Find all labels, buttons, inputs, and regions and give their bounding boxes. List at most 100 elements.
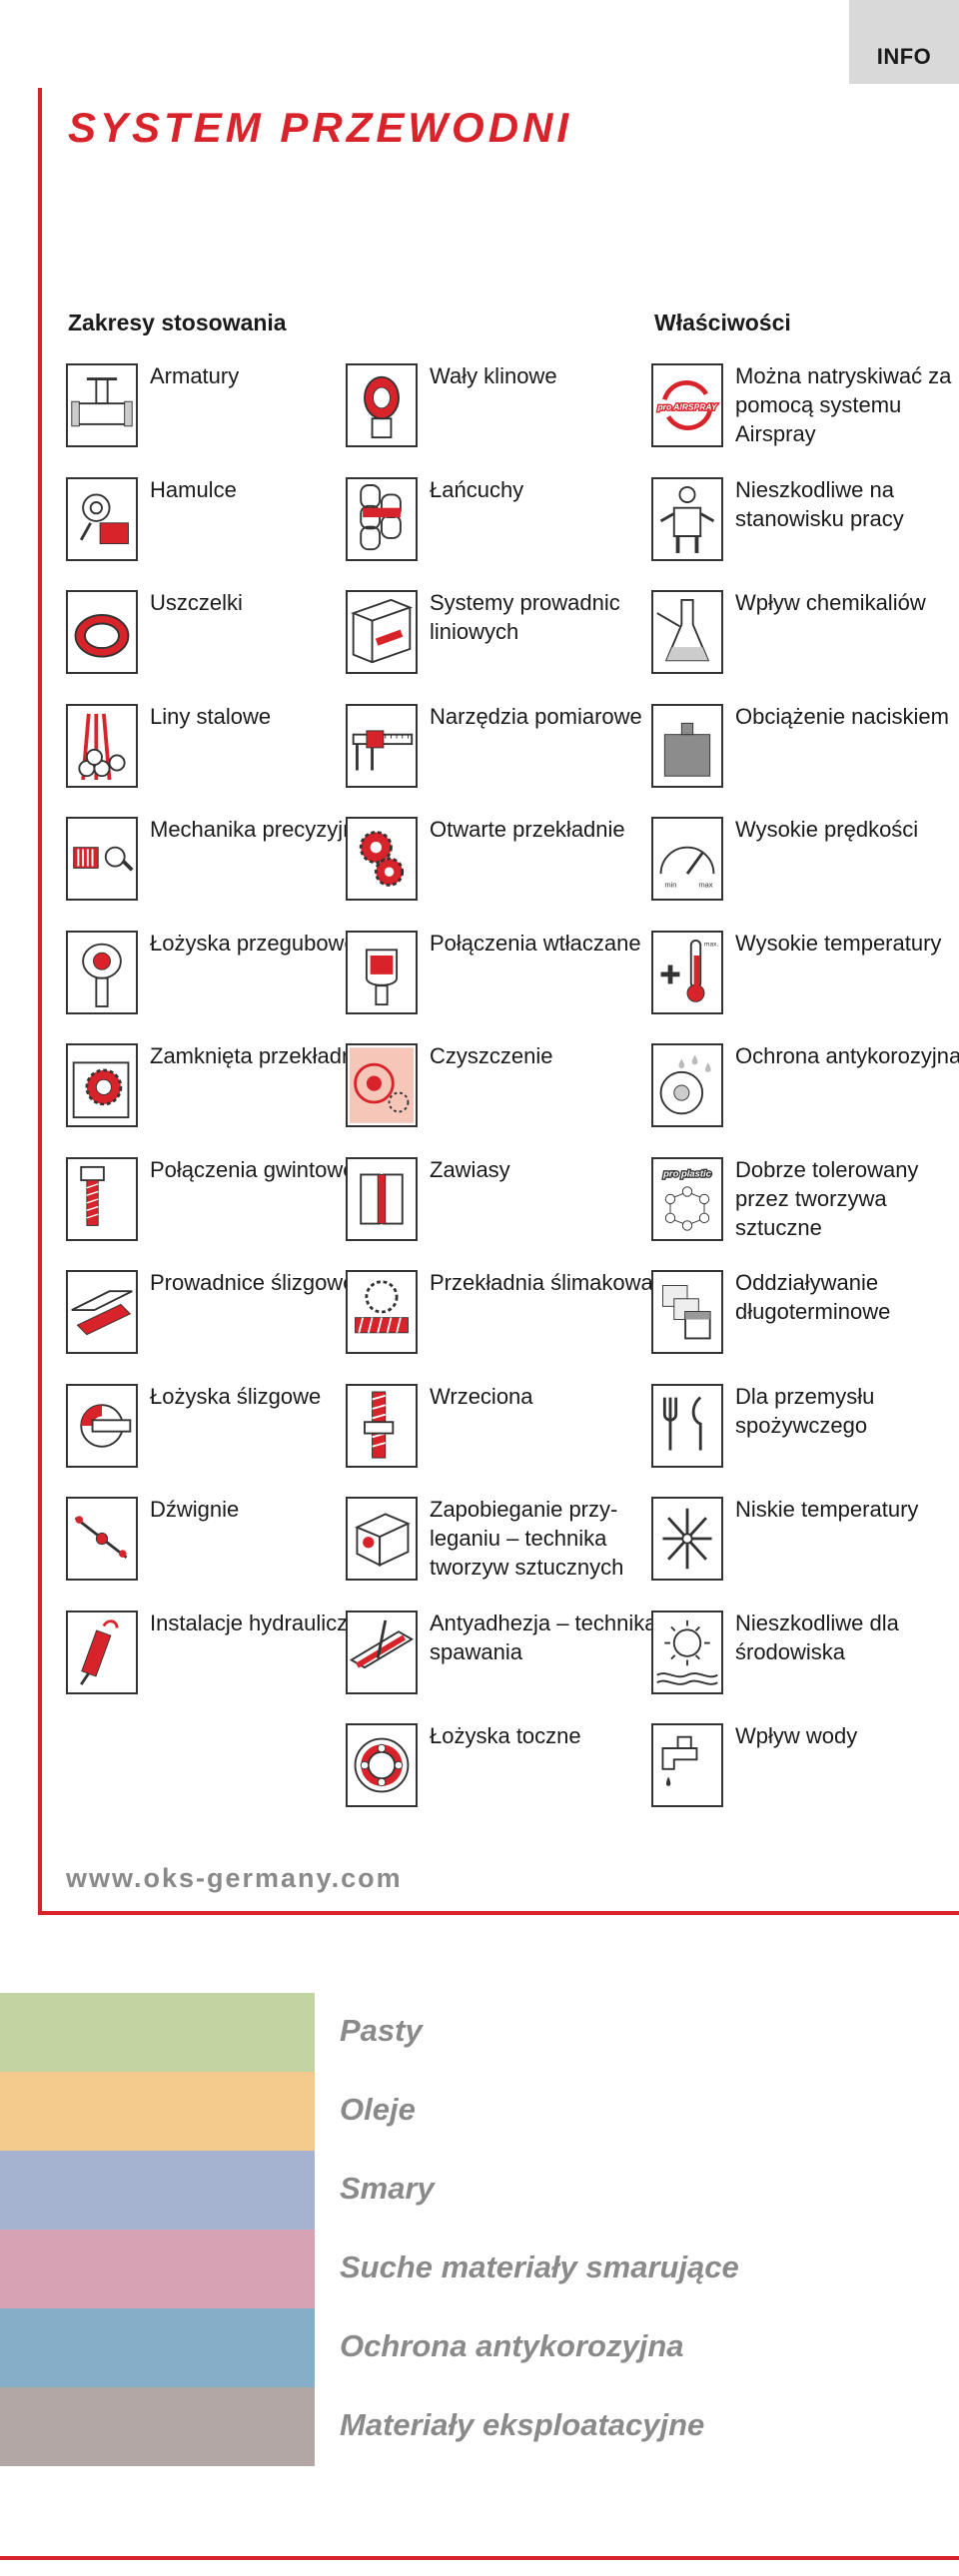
symbol-entry: pro plastic Dobrze tolerowa­ny przez twor…	[651, 1156, 959, 1257]
symbol-label: Nieszkodliwe dla środowiska	[735, 1610, 899, 1664]
symbol-entry: Mechanika precyzyjna	[66, 817, 376, 917]
legend-swatch	[0, 2230, 315, 2308]
symbol-label: Czyszczenie	[430, 1043, 553, 1068]
info-tab: INFO	[849, 0, 959, 84]
seal-ring-icon	[66, 590, 138, 674]
symbol-label: Wrzeciona	[430, 1383, 533, 1409]
spindle-icon	[346, 1383, 418, 1468]
lever-icon	[66, 1497, 138, 1581]
thermometer-icon: max.	[651, 930, 723, 1014]
symbol-entry: Łożyska przegubowe	[66, 930, 376, 1030]
legend-label: Suche materiały smarujące	[340, 2250, 739, 2284]
svg-text:pro AIRSPRAY: pro AIRSPRAY	[656, 402, 717, 412]
open-gear-icon	[346, 817, 418, 901]
symbol-label: Prowadnice ślizgowe	[150, 1270, 356, 1295]
symbol-label: Instalacje hydrauliczne	[150, 1610, 373, 1635]
symbol-label: Wysokie prędkości	[735, 817, 919, 842]
symbol-entry: Połączenia wtłaczane	[346, 930, 655, 1030]
symbol-label: Zapobieganie przy­leganiu – technika two…	[430, 1497, 624, 1580]
symbol-entry: Wrzeciona	[346, 1383, 655, 1484]
symbol-label: Zamknięta przekładnia	[150, 1043, 372, 1068]
symbol-entry: Zapobieganie przy­leganiu – technika two…	[346, 1497, 655, 1597]
calendar-icon	[651, 1270, 723, 1354]
symbol-label: Oddziaływanie długoterminowe	[735, 1270, 891, 1324]
svg-text:min: min	[664, 880, 676, 889]
symbol-entry: max.Wysokie temperatury	[651, 930, 959, 1030]
airspray-icon: pro AIRSPRAY	[651, 363, 723, 447]
symbol-entry: Zawiasy	[346, 1156, 655, 1257]
steel-rope-icon	[66, 703, 138, 788]
symbol-label: Obciążenie naciskiem	[735, 703, 949, 729]
website-url: www.oks-germany.com	[66, 1863, 403, 1893]
symbol-entry: Dla przemysłu spożywczego	[651, 1383, 959, 1484]
symbol-entry: Liny stalowe	[66, 703, 376, 804]
symbol-label: Przekładnia ślimakowa	[430, 1270, 653, 1295]
legend-label: Pasty	[340, 2013, 423, 2048]
symbol-entry: Otwarte przekładnie	[346, 817, 655, 917]
svg-text:pro plastic: pro plastic	[662, 1168, 711, 1179]
svg-text:max: max	[698, 880, 712, 889]
page-title: SYSTEM PRZEWODNI	[68, 104, 573, 151]
symbol-label: Wpływ wody	[735, 1723, 858, 1748]
weight-icon	[651, 703, 723, 788]
symbol-label: Armatury	[150, 363, 240, 388]
symbol-entry: Hamulce	[66, 476, 376, 577]
symbol-label: Dobrze tolerowa­ny przez tworzywa sztucz…	[735, 1156, 919, 1240]
symbol-label: Wały klinowe	[430, 363, 557, 388]
worm-gear-icon	[346, 1270, 418, 1354]
symbol-label: Łożyska ślizgowe	[150, 1383, 322, 1409]
linear-guide-icon	[346, 590, 418, 674]
symbol-entry: Nieszkodliwe dla środowiska	[651, 1610, 959, 1710]
food-icon	[651, 1383, 723, 1468]
joint-bearing-icon	[66, 930, 138, 1014]
symbol-entry: Połączenia gwintowe	[66, 1156, 376, 1257]
corrosion-icon	[651, 1043, 723, 1127]
legend-band: Suche materiały smarujące	[0, 2230, 959, 2308]
symbol-label: Łożyska przegubowe	[150, 930, 357, 956]
symbol-label: Narzędzia pomiarowe	[430, 703, 642, 729]
symbol-label: Mechanika precyzyjna	[150, 817, 368, 842]
rolling-bearing-icon	[346, 1723, 418, 1807]
symbol-label: Można natrys­kiwać za pomocą systemu Air…	[735, 363, 952, 446]
speedometer-icon: min max	[651, 817, 723, 901]
legend-label: Materiały eksploatacyjne	[340, 2407, 705, 2442]
caliper-icon	[346, 703, 418, 788]
enclosed-gear-icon	[66, 1043, 138, 1127]
flask-icon	[651, 590, 723, 674]
symbol-label: Dźwignie	[150, 1497, 240, 1522]
slide-guide-icon	[66, 1270, 138, 1354]
worker-icon	[651, 476, 723, 561]
symbol-entry: Wpływ wody	[651, 1723, 959, 1823]
symbol-label: Łańcuchy	[430, 476, 524, 502]
plastic-molecule-icon: pro plastic	[651, 1156, 723, 1241]
symbol-label: Nieszkodliwe na stanowisku pracy	[735, 476, 904, 531]
symbol-entry: Systemy prowadnic liniowych	[346, 590, 655, 690]
hydraulic-icon	[66, 1610, 138, 1694]
symbol-entry: pro AIRSPRAY Można natrys­kiwać za pomocą…	[651, 363, 959, 463]
symbol-label: Antyadhezja – technika spawania	[430, 1610, 657, 1664]
water-tap-icon	[651, 1723, 723, 1807]
symbol-label: Liny stalowe	[150, 703, 272, 729]
symbol-entry: Wpływ chemikaliów	[651, 590, 959, 690]
symbol-entry: Antyadhezja – technika spawania	[346, 1610, 657, 1710]
properties-heading: Właściwości	[654, 310, 791, 335]
spline-shaft-icon	[346, 363, 418, 447]
plain-bearing-icon	[66, 1383, 138, 1468]
symbol-label: Zawiasy	[430, 1156, 510, 1182]
legend-swatch	[0, 2387, 315, 2466]
symbol-entry: Prowadnice ślizgowe	[66, 1270, 376, 1370]
precision-mechanics-icon	[66, 817, 138, 901]
symbol-entry: Łańcuchy	[346, 476, 655, 577]
symbol-entry: Przekładnia ślimakowa	[346, 1270, 655, 1370]
legend-label: Oleje	[340, 2092, 416, 2127]
legend-band: Oleje	[0, 2072, 959, 2151]
applications-heading: Zakresy stosowania	[68, 310, 287, 335]
symbol-entry: Zamknięta przekładnia	[66, 1043, 376, 1143]
symbol-entry: Czyszczenie	[346, 1043, 655, 1143]
symbol-entry: Wały klinowe	[346, 363, 655, 463]
chain-icon	[346, 476, 418, 561]
legend-band: Pasty	[0, 1993, 959, 2072]
symbol-label: Hamulce	[150, 476, 237, 502]
symbol-entry: Dźwignie	[66, 1497, 376, 1597]
symbol-entry: Ochrona antykorozyjna	[651, 1043, 959, 1143]
